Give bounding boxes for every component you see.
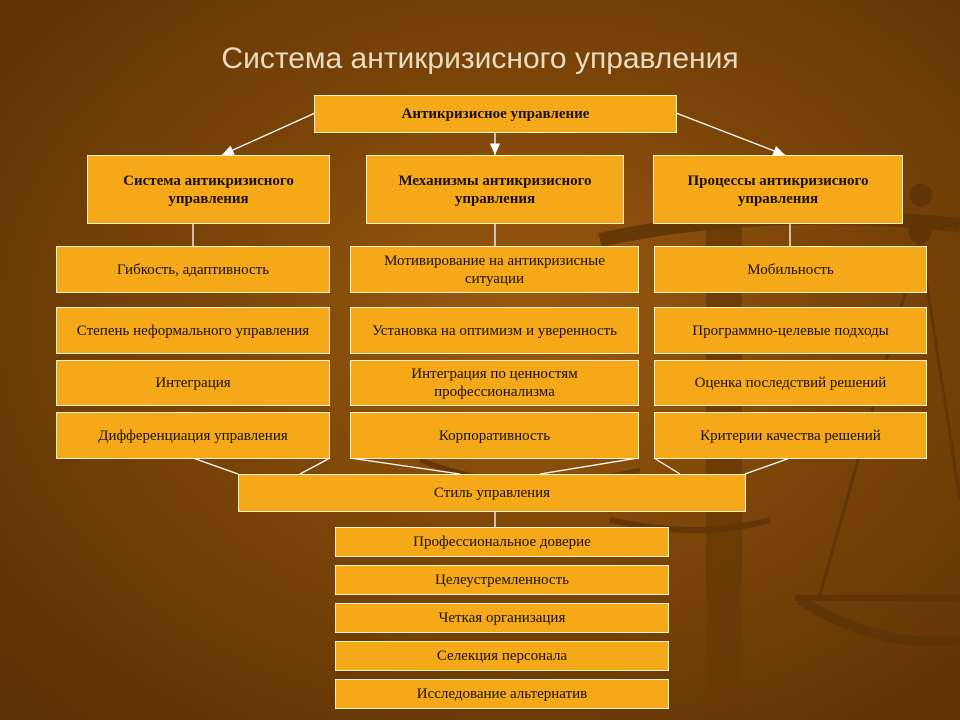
mechanism-item: Установка на оптимизм и уверенность — [350, 307, 639, 354]
style-item: Целеустремленность — [335, 565, 669, 595]
root-box: Антикризисное управление — [314, 95, 677, 133]
mechanism-item: Корпоративность — [350, 412, 639, 459]
column-header-mechanisms: Механизмы антикризисного управления — [366, 155, 624, 224]
management-style-box: Стиль управления — [238, 474, 746, 512]
style-item: Профессиональное доверие — [335, 527, 669, 557]
page-title: Система антикризисного управления — [221, 42, 739, 75]
process-item: Критерии качества решений — [654, 412, 927, 459]
system-item: Степень неформального управления — [56, 307, 330, 354]
process-item: Программно-целевые подходы — [654, 307, 927, 354]
system-item: Интеграция — [56, 360, 330, 406]
system-item: Гибкость, адаптивность — [56, 246, 330, 293]
style-item: Селекция персонала — [335, 641, 669, 671]
style-item: Исследование альтернатив — [335, 679, 669, 709]
mechanism-item: Мотивирование на антикризисные ситуации — [350, 246, 639, 293]
column-header-system: Система антикризисного управления — [87, 155, 330, 224]
process-item: Мобильность — [654, 246, 927, 293]
style-item: Четкая организация — [335, 603, 669, 633]
mechanism-item: Интеграция по ценностям профессионализма — [350, 360, 639, 406]
column-header-processes: Процессы антикризисного управления — [653, 155, 903, 224]
system-item: Дифференциация управления — [56, 412, 330, 459]
process-item: Оценка последствий решений — [654, 360, 927, 406]
